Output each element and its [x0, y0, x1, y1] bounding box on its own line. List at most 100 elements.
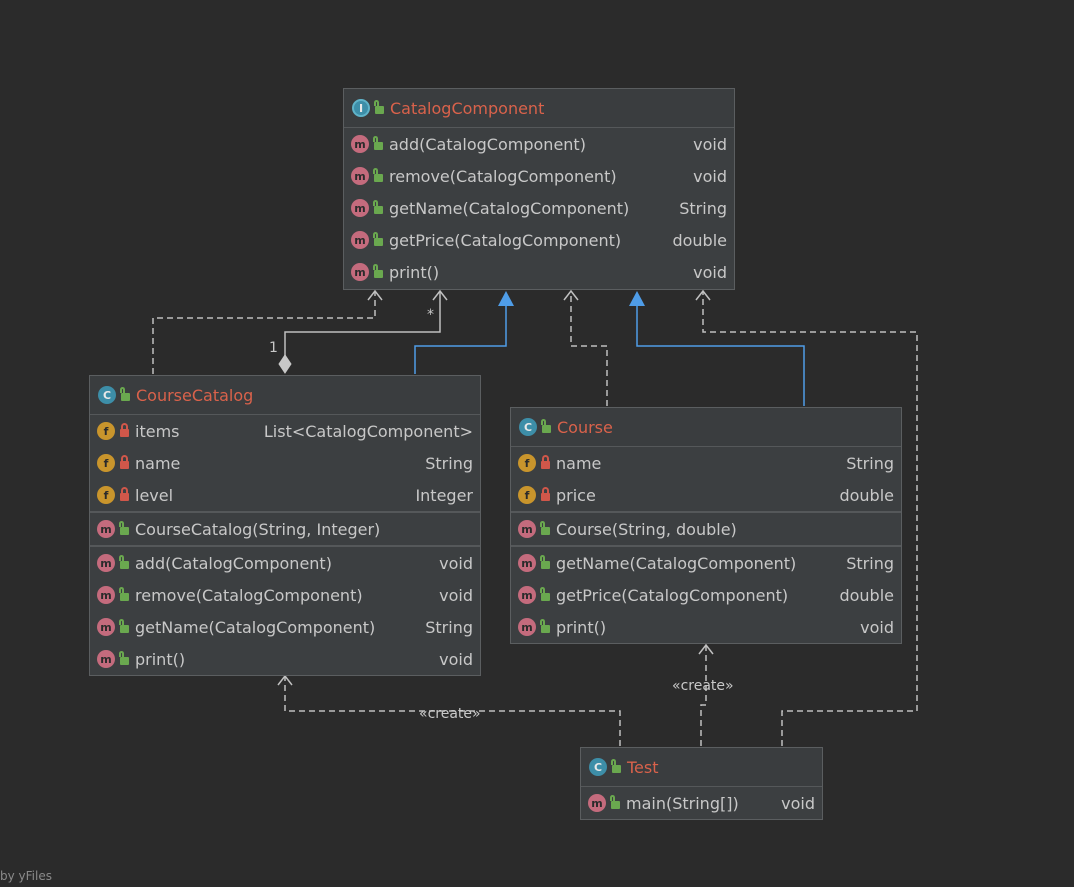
method-name: remove(CatalogComponent) — [389, 166, 617, 186]
class-course[interactable]: C Course f name String f price double m … — [510, 407, 902, 644]
class-header: C Course — [511, 408, 901, 447]
public-icon — [119, 651, 129, 665]
method-row[interactable]: m remove(CatalogComponent) void — [344, 160, 734, 192]
method-type: void — [781, 793, 815, 813]
class-header: C Test — [581, 748, 822, 787]
runnable-class-icon: C — [589, 758, 607, 776]
private-icon — [541, 455, 550, 469]
method-row[interactable]: m remove(CatalogComponent) void — [90, 579, 480, 611]
constructor-name: CourseCatalog(String, Integer) — [135, 519, 381, 539]
field-name: price — [556, 485, 596, 505]
edge-course-dependency — [570, 292, 608, 406]
method-name: print() — [135, 649, 186, 669]
method-icon: m — [97, 520, 115, 538]
method-name: getPrice(CatalogComponent) — [389, 230, 622, 250]
class-name: CourseCatalog — [136, 385, 254, 405]
method-row[interactable]: m print() void — [344, 256, 734, 288]
private-icon — [120, 487, 129, 501]
edge-arrowhead — [563, 289, 579, 301]
public-icon — [373, 264, 383, 278]
method-row[interactable]: m getName(CatalogComponent) String — [90, 611, 480, 643]
edge-arrowhead — [698, 643, 714, 655]
method-type: void — [693, 166, 727, 186]
class-header: C CourseCatalog — [90, 376, 480, 415]
method-type: void — [693, 262, 727, 282]
method-icon: m — [518, 586, 536, 604]
method-type: void — [439, 553, 473, 573]
method-type: String — [679, 198, 727, 218]
method-icon: m — [351, 135, 369, 153]
method-icon: m — [97, 650, 115, 668]
public-icon — [611, 759, 621, 773]
field-type: double — [839, 485, 894, 505]
public-icon — [541, 419, 551, 433]
edge-arrowhead — [367, 289, 383, 301]
method-icon: m — [97, 618, 115, 636]
static-method-icon: m — [588, 794, 606, 812]
private-icon — [120, 455, 129, 469]
method-row[interactable]: m add(CatalogComponent) void — [90, 545, 480, 579]
method-icon: m — [351, 231, 369, 249]
constructor-row[interactable]: m CourseCatalog(String, Integer) — [90, 511, 480, 545]
public-icon — [119, 619, 129, 633]
public-icon — [374, 100, 384, 114]
public-icon — [119, 587, 129, 601]
class-name: CatalogComponent — [390, 98, 545, 118]
method-name: print() — [556, 617, 607, 637]
method-name: add(CatalogComponent) — [135, 553, 332, 573]
field-row[interactable]: f price double — [511, 479, 901, 511]
edge-test-create-course — [700, 646, 707, 746]
field-row[interactable]: f items List<CatalogComponent> — [90, 415, 480, 447]
method-row[interactable]: m getPrice(CatalogComponent) double — [344, 224, 734, 256]
field-icon: f — [518, 486, 536, 504]
field-row[interactable]: f name String — [511, 447, 901, 479]
edge-coursecatalog-realization — [414, 305, 507, 374]
method-icon: m — [518, 618, 536, 636]
method-row[interactable]: m getName(CatalogComponent) String — [511, 545, 901, 579]
field-type: List<CatalogComponent> — [263, 421, 473, 441]
method-row[interactable]: m getName(CatalogComponent) String — [344, 192, 734, 224]
multiplicity-one-label: 1 — [269, 340, 278, 356]
field-icon: f — [97, 422, 115, 440]
field-row[interactable]: f level Integer — [90, 479, 480, 511]
method-icon: m — [518, 520, 536, 538]
class-course-catalog[interactable]: C CourseCatalog f items List<CatalogComp… — [89, 375, 481, 676]
method-type: void — [693, 134, 727, 154]
method-name: remove(CatalogComponent) — [135, 585, 363, 605]
public-icon — [373, 168, 383, 182]
method-row[interactable]: m print() void — [90, 643, 480, 675]
method-icon: m — [351, 199, 369, 217]
method-row[interactable]: m getPrice(CatalogComponent) double — [511, 579, 901, 611]
method-icon: m — [97, 586, 115, 604]
multiplicity-many-label: * — [427, 307, 434, 323]
method-icon: m — [351, 167, 369, 185]
public-icon — [610, 795, 620, 809]
method-row[interactable]: m print() void — [511, 611, 901, 643]
method-name: getName(CatalogComponent) — [556, 553, 797, 573]
edge-arrowhead — [695, 289, 711, 301]
field-type: String — [846, 453, 894, 473]
method-name: main(String[]) — [626, 793, 739, 813]
interface-icon: I — [352, 99, 370, 117]
edge-course-realization — [636, 305, 805, 406]
field-type: Integer — [415, 485, 473, 505]
field-row[interactable]: f name String — [90, 447, 480, 479]
method-icon: m — [351, 263, 369, 281]
constructor-row[interactable]: m Course(String, double) — [511, 511, 901, 545]
method-name: getName(CatalogComponent) — [135, 617, 376, 637]
method-row[interactable]: m main(String[]) void — [581, 787, 822, 819]
public-icon — [540, 555, 550, 569]
private-icon — [120, 423, 129, 437]
constructor-name: Course(String, double) — [556, 519, 737, 539]
method-type: String — [846, 553, 894, 573]
method-row[interactable]: m add(CatalogComponent) void — [344, 128, 734, 160]
public-icon — [540, 587, 550, 601]
field-name: level — [135, 485, 174, 505]
method-icon: m — [97, 554, 115, 572]
class-catalog-component[interactable]: I CatalogComponent m add(CatalogComponen… — [343, 88, 735, 290]
edge-test-create-catalog — [284, 677, 621, 746]
method-name: add(CatalogComponent) — [389, 134, 586, 154]
class-test[interactable]: C Test m main(String[]) void — [580, 747, 823, 820]
method-type: void — [860, 617, 894, 637]
